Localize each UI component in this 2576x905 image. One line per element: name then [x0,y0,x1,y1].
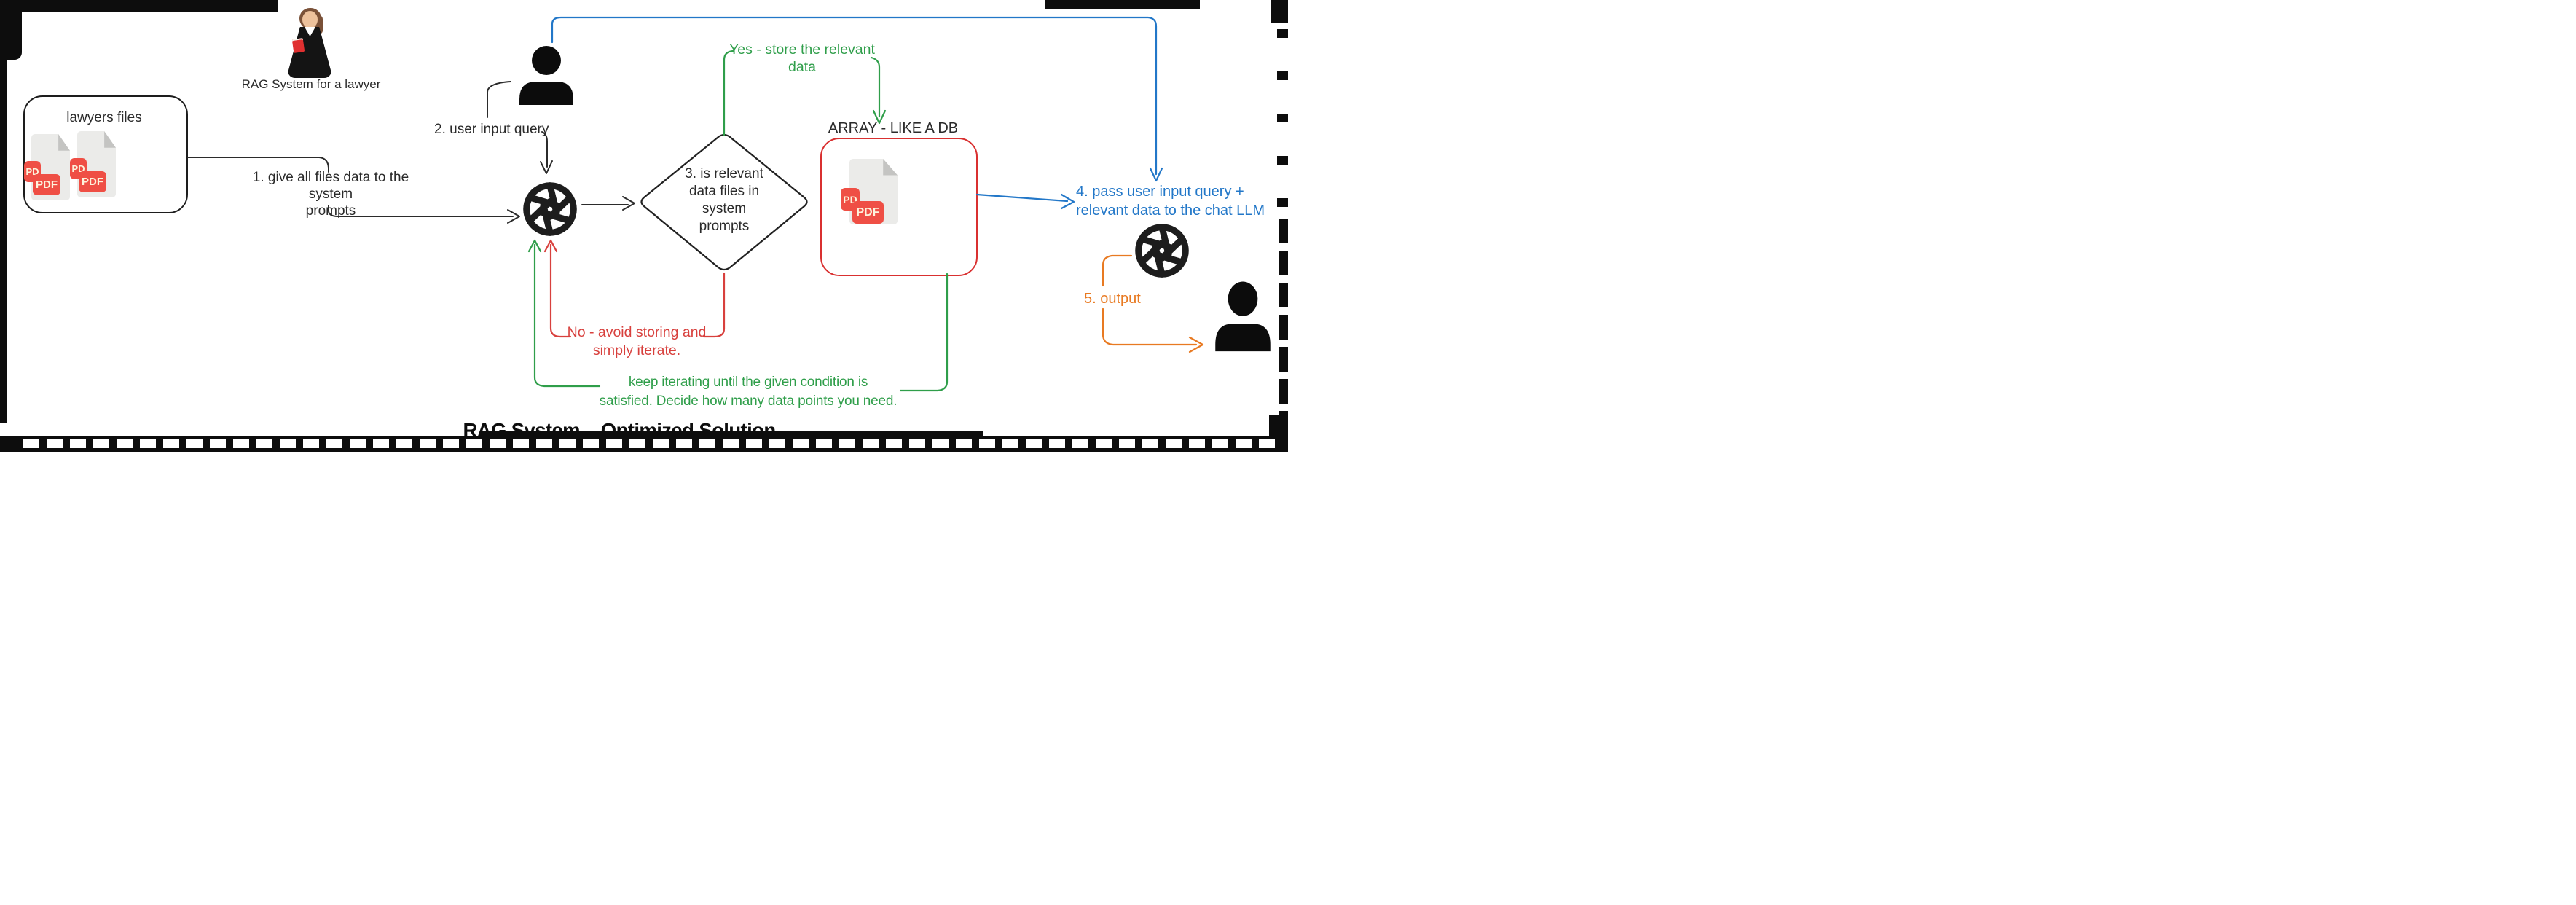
connector-db-to-step4 [975,193,1069,203]
user-icon [519,46,573,105]
step5-label: 5. output [1083,290,1142,308]
frame-top-right-corner [1271,0,1288,23]
decision-line1: 3. is relevant [685,166,763,181]
connector-files-to-step1 [187,157,329,173]
iterate-note: keep iterating until the given condition… [594,373,903,410]
frame-bottom-filmstrip [0,436,1288,452]
yes-line1: Yes - store the relevant [729,42,875,58]
connector-decision-to-no [702,272,726,338]
title-underline-bar [481,431,983,438]
step4-line1: 4. pass user input query + [1076,184,1244,200]
photo-caption: RAG System for a lawyer [241,77,381,91]
arrowhead-down-icon [872,109,887,125]
lawyer-ponytail [315,15,323,34]
yes-line2: data [788,58,816,75]
arrowhead-right-icon [1188,336,1204,353]
decision-line2: data files in [688,183,760,199]
decision-line3: system [702,200,747,216]
step2-label: 2. user input query [434,122,549,137]
connector-no-to-llm [549,243,572,338]
no-line1: No - avoid storing and [567,324,707,340]
openai-logo-icon [1131,222,1193,281]
step4-label: 4. pass user input query + relevant data… [1076,182,1273,220]
iterate-line1: keep iterating until the given condition… [628,375,868,390]
connector-step1-to-llm [328,205,514,217]
diagram-canvas: lawyers files PD PDF PD PDF RAG System f… [0,0,1288,452]
step1-line2: prompts [305,203,356,219]
iterate-line2: satisfied. Decide how many data points y… [599,393,898,409]
connector-step2-to-llm [541,131,548,168]
connector-user-to-step4 [551,16,1158,176]
connector-user-to-step2 [487,81,511,118]
decision-diamond [640,133,808,271]
arrowhead-down-icon [540,160,553,174]
arrowhead-right-icon [507,209,520,224]
connector-array-to-iterate [899,273,949,392]
connector-decision-to-yes [723,50,734,136]
no-line2: simply iterate. [592,342,681,359]
lawyers-files-label: lawyers files [66,110,142,125]
step4-line2: relevant data to the chat LLM [1076,203,1265,219]
decision-line4: prompts [699,218,750,234]
frame-left-band [0,10,7,423]
lawyer-face [302,11,318,28]
arrowhead-up-icon [543,239,558,253]
connector-llm-to-output [1102,254,1133,287]
step1-line1: 1. give all files data to the system [252,170,409,203]
connector-iterate-to-llm [533,243,601,388]
connector-layer [187,16,1271,392]
openai-logo-icon [519,180,581,239]
step1-label: 1. give all files data to the system pro… [233,169,428,220]
yes-branch-label: Yes - store the relevant data [725,42,879,77]
arrowhead-up-icon [527,239,542,253]
lawyer-photo [286,8,333,78]
frame-right-teeth [1277,29,1288,211]
arrowhead-right-icon [622,196,635,211]
frame-top-right-band [1045,0,1200,9]
no-branch-label: No - avoid storing and simply iterate. [561,324,712,360]
connector-yes-to-array [870,56,881,118]
frame-top-left-band [0,0,278,12]
user-icon [1215,281,1271,352]
connector-output-to-user [1102,307,1198,346]
array-db-label: ARRAY - LIKE A DB [828,120,959,136]
decision-label: 3. is relevant data files in system prom… [668,165,780,235]
arrowhead-right-icon [1060,193,1075,210]
frame-right-band [1279,219,1288,437]
arrowhead-down-icon [1149,167,1163,182]
